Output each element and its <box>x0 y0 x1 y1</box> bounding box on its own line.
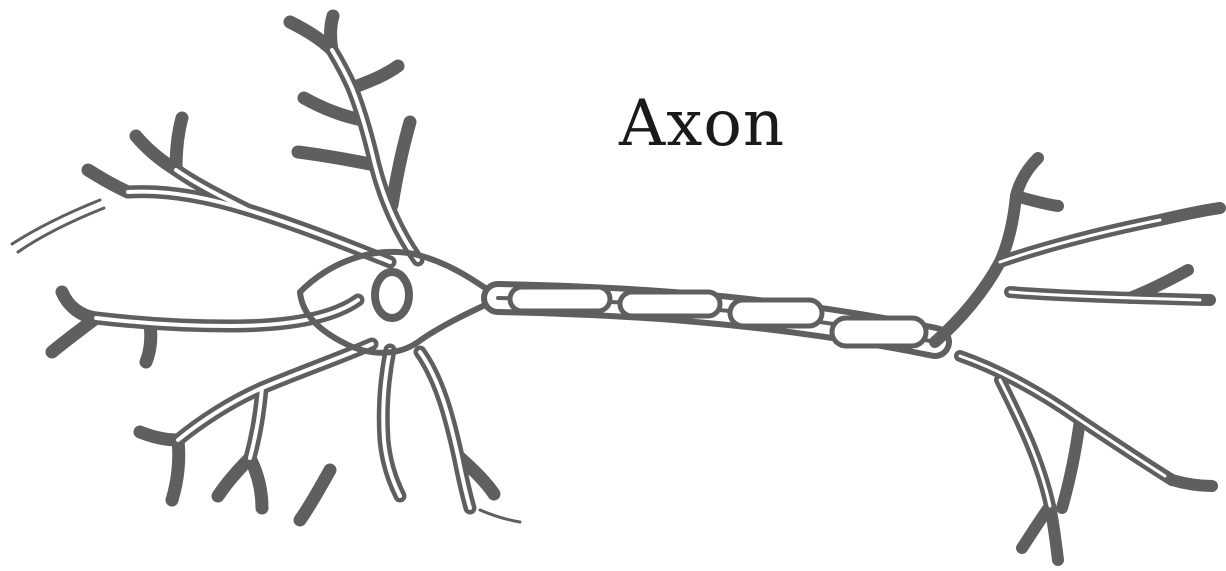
cell-body <box>300 252 500 353</box>
dendrites <box>52 16 494 520</box>
axon-terminals <box>935 158 1220 560</box>
nucleus <box>375 272 409 318</box>
axon-label: Axon <box>619 92 785 156</box>
fibers <box>12 200 520 522</box>
